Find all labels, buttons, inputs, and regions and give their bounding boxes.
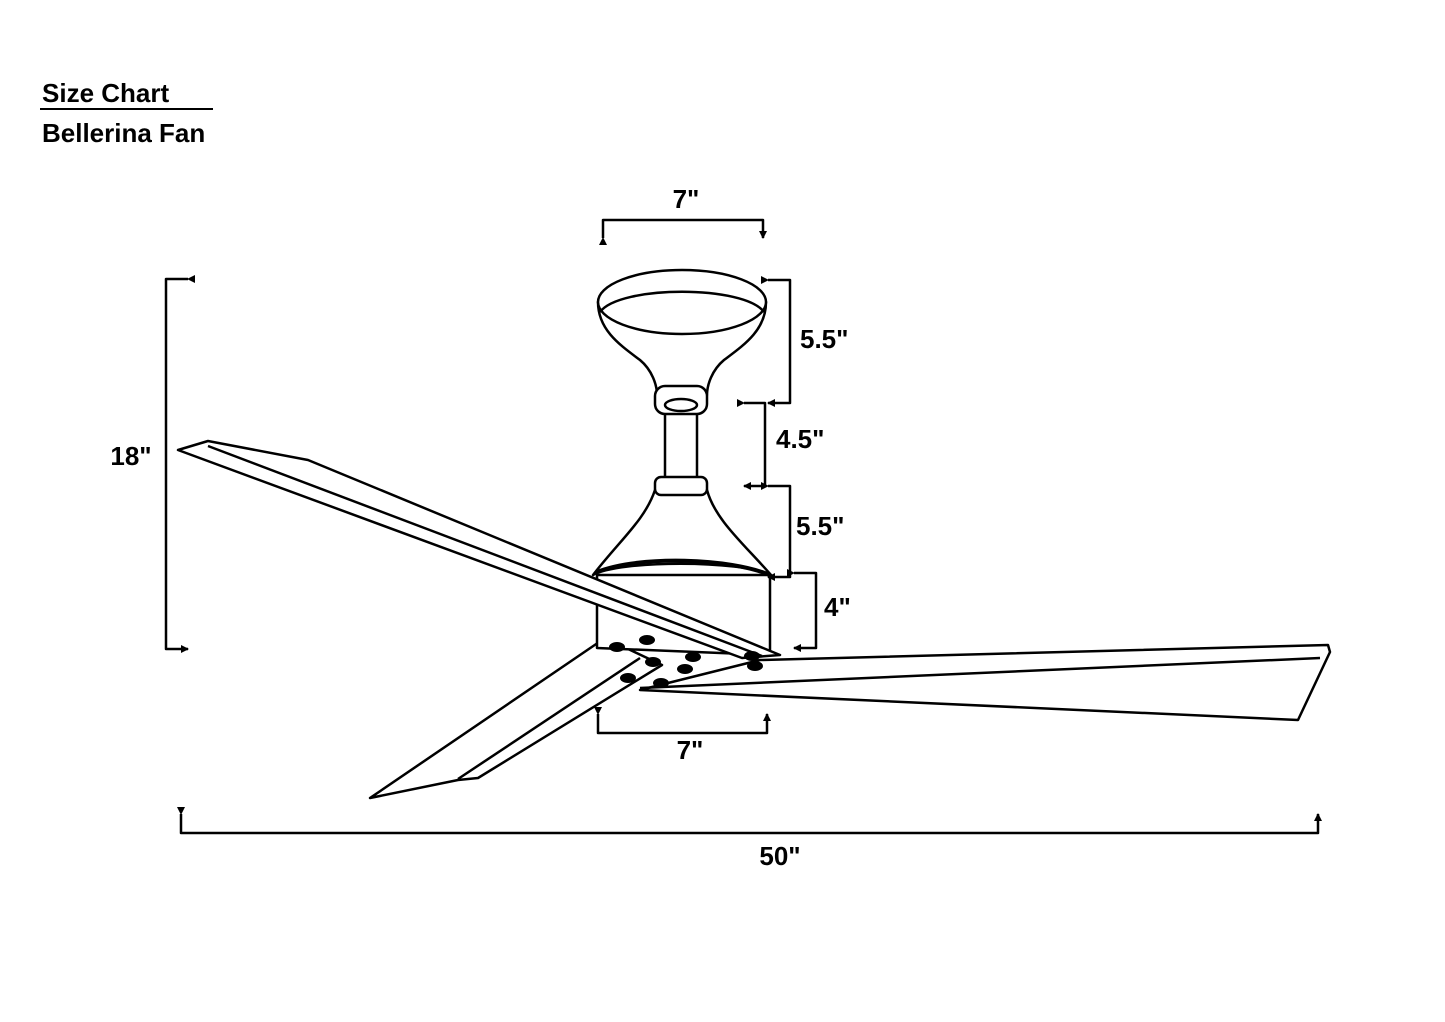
dim-motor-width: 7" xyxy=(594,707,771,765)
dim-label: 50" xyxy=(759,841,800,871)
blade-bolts xyxy=(609,635,763,688)
dim-label: 7" xyxy=(673,184,700,214)
dim-canopy-width: 7" xyxy=(599,184,767,245)
blade-upper-left xyxy=(176,439,782,660)
fan-canopy xyxy=(596,268,768,397)
motor-housing xyxy=(591,475,773,657)
chart-title: Size Chart xyxy=(42,78,170,108)
dim-total-height: 18" xyxy=(110,275,195,653)
title-underline xyxy=(40,108,213,110)
dim-canopy-height: 5.5" xyxy=(761,276,848,407)
dim-label: 4.5" xyxy=(776,424,824,454)
dim-blade-span: 50" xyxy=(177,807,1322,871)
product-name: Bellerina Fan xyxy=(42,118,206,148)
dim-motor-lower: 4" xyxy=(787,569,851,652)
dim-downrod: 4.5" xyxy=(737,399,824,490)
downrod xyxy=(653,384,709,485)
dim-label: 4" xyxy=(824,592,851,622)
dim-motor-upper: 5.5" xyxy=(761,482,844,581)
dim-label: 18" xyxy=(110,441,151,471)
dim-label: 7" xyxy=(677,735,704,765)
dim-label: 5.5" xyxy=(800,324,848,354)
blade-lower-left xyxy=(368,636,664,800)
dim-label: 5.5" xyxy=(796,511,844,541)
